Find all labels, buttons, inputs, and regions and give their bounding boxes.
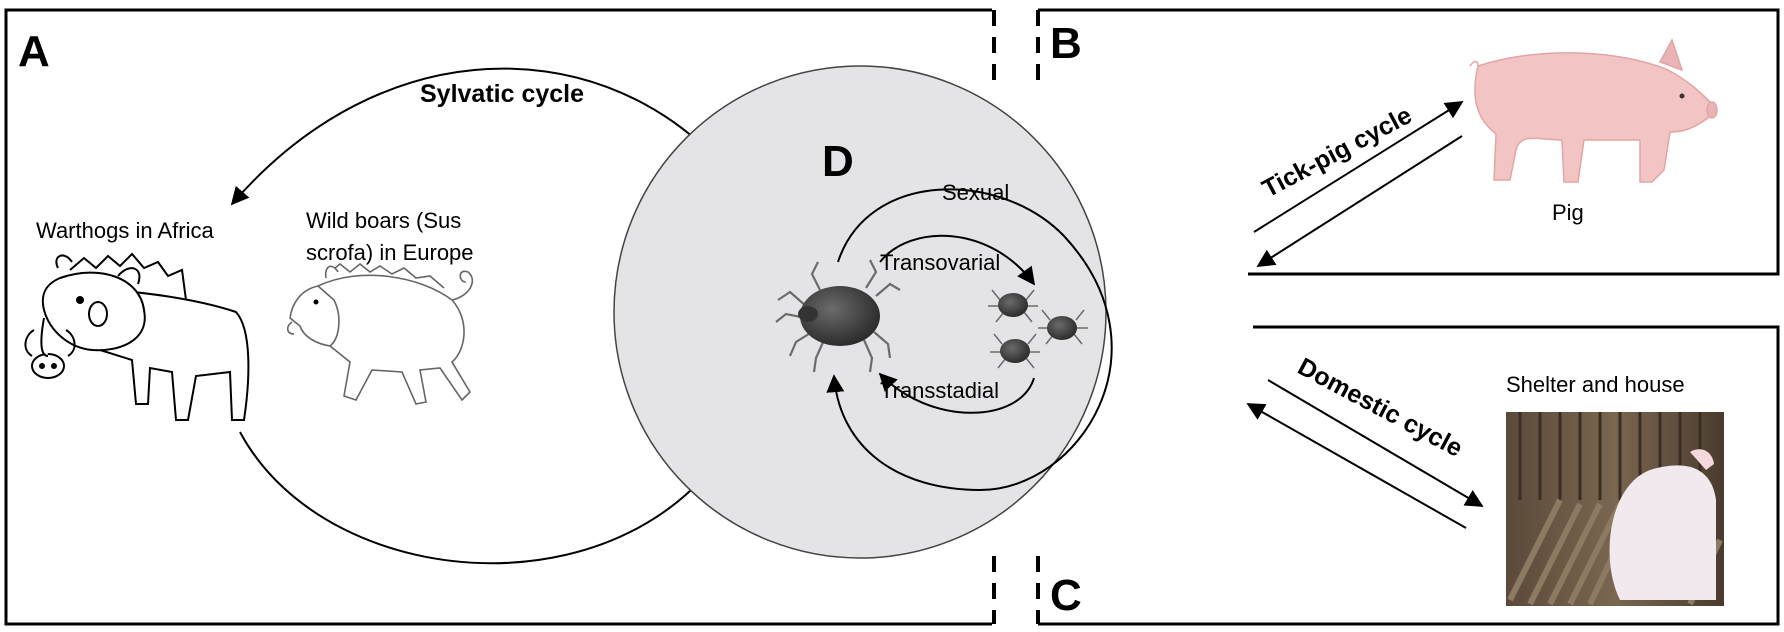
wild-boar-label-line2: scrofa) in Europe xyxy=(306,240,474,265)
transstadial-label: Transstadial xyxy=(880,378,999,403)
shelter-label: Shelter and house xyxy=(1506,372,1685,397)
wild-boar-illustration xyxy=(286,262,474,405)
wild-boar-label-line1: Wild boars (Sus xyxy=(306,208,461,233)
sexual-cycle-arrow xyxy=(826,188,1113,492)
panel-letter-b: B xyxy=(1050,19,1082,68)
panel-letter-c: C xyxy=(1050,571,1082,620)
tick-pig-cycle-title: Tick-pig cycle xyxy=(1258,101,1417,203)
warthog-label: Warthogs in Africa xyxy=(36,218,214,243)
tick-to-pig-arrow xyxy=(1253,101,1464,233)
pig-to-tick-arrow xyxy=(1256,135,1463,267)
sylvatic-cycle-title: Sylvatic cycle xyxy=(420,80,584,108)
transovarial-arrow xyxy=(879,234,1036,286)
sexual-label: Sexual xyxy=(942,180,1009,205)
small-tick-icon xyxy=(1038,309,1088,345)
adult-tick-icon xyxy=(775,259,901,373)
pig-label: Pig xyxy=(1552,200,1584,225)
small-tick-icon xyxy=(990,333,1040,369)
panel-letter-d: D xyxy=(822,137,854,186)
panel-c-frame xyxy=(1036,325,1780,626)
panel-b-frame xyxy=(1036,8,1780,276)
tick-to-shelter-arrow xyxy=(1267,379,1484,507)
panel-letter-a: A xyxy=(18,27,50,76)
shelter-photo xyxy=(1506,412,1724,606)
shelter-to-tick-arrow xyxy=(1246,403,1467,529)
transovarial-label: Transovarial xyxy=(880,250,1000,275)
small-tick-icon xyxy=(988,289,1038,323)
transstadial-arrow xyxy=(878,372,1035,414)
warthog-illustration xyxy=(24,252,250,421)
pig-illustration xyxy=(1469,38,1718,183)
panel-a-frame xyxy=(4,8,996,626)
